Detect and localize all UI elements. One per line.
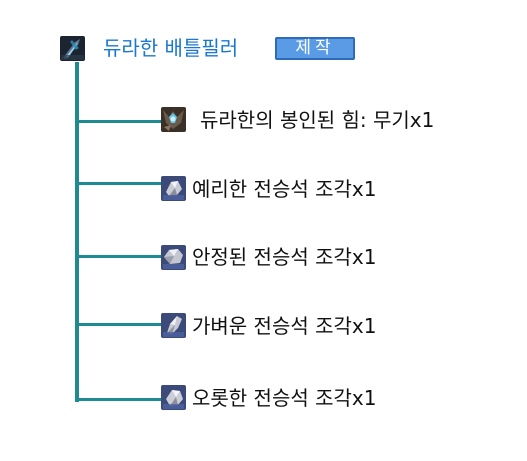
ingredient-label: 가벼운 전승석 조각x1 <box>192 314 377 338</box>
tree-branch-line <box>75 120 161 123</box>
tree-branch-line <box>75 182 161 185</box>
sealed-power-weapon-icon[interactable] <box>161 107 186 132</box>
tree-branch-line <box>75 323 161 326</box>
sharp-ancestral-stone-shard-icon[interactable] <box>161 176 186 201</box>
tree-branch-line <box>75 255 161 258</box>
ingredient-label: 오롯한 전승석 조각x1 <box>192 386 377 410</box>
stable-ancestral-stone-shard-icon[interactable] <box>161 245 186 270</box>
tree-trunk-line <box>75 62 79 402</box>
ingredient-label: 안정된 전승석 조각x1 <box>192 245 377 269</box>
craft-button[interactable]: 제작 <box>275 37 355 60</box>
ingredient-label: 듀라한의 봉인된 힘: 무기x1 <box>200 108 435 132</box>
craft-target-name: 듀라한 배틀필러 <box>103 36 239 60</box>
light-ancestral-stone-shard-icon[interactable] <box>161 313 186 338</box>
ingredient-label: 예리한 전승석 조각x1 <box>192 177 377 201</box>
tree-branch-line <box>75 398 161 401</box>
dark-blade-item-icon[interactable] <box>60 36 85 61</box>
complete-ancestral-stone-shard-icon[interactable] <box>161 385 186 410</box>
